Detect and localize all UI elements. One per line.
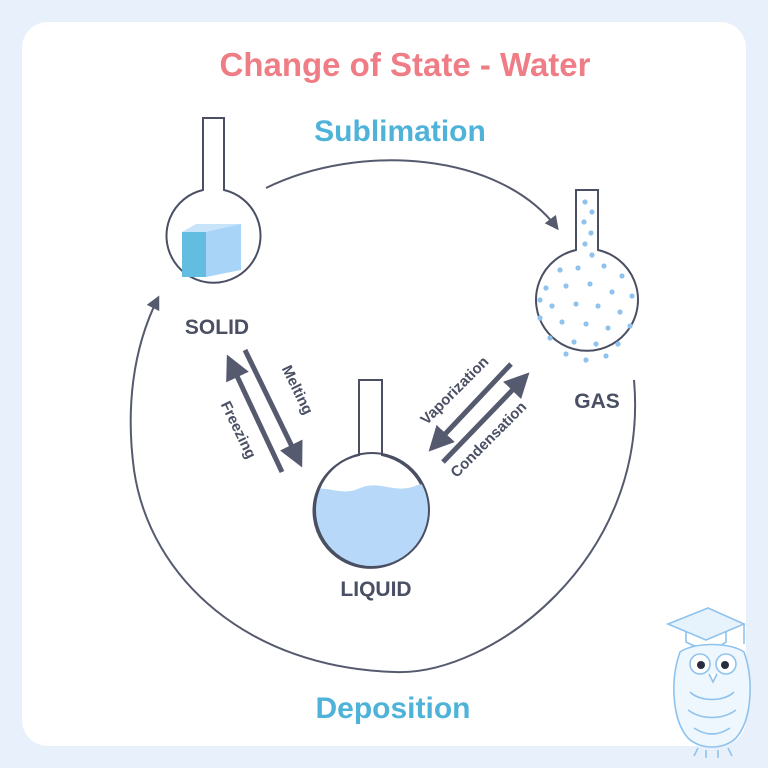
owl-graduate-icon (665, 607, 751, 758)
gas-label: GAS (574, 390, 620, 413)
diagram-frame (22, 22, 746, 746)
freezing-arrow (226, 354, 285, 474)
gas-particles (537, 199, 635, 363)
liquid-label: LIQUID (340, 578, 411, 601)
sublimation-arrow (265, 159, 559, 231)
solid-label: SOLID (185, 316, 249, 339)
deposition-arrow (129, 295, 637, 674)
melting-label: Melting (278, 363, 316, 418)
ice-cube-side (206, 224, 241, 277)
solid-flask (165, 117, 262, 284)
water-fill (315, 484, 429, 567)
ice-cube-front (182, 232, 206, 277)
page-title: Change of State - Water (220, 46, 591, 83)
sublimation-label: Sublimation (314, 115, 486, 148)
melting-arrow (242, 348, 303, 468)
deposition-label: Deposition (316, 692, 471, 725)
liquid-flask (312, 379, 430, 569)
condensation-label: Condensation (447, 398, 530, 481)
gas-flask (535, 189, 639, 363)
condensation-arrow (441, 372, 530, 464)
vaporization-arrow (428, 362, 513, 452)
vaporization-label: Vaporization (417, 353, 492, 428)
